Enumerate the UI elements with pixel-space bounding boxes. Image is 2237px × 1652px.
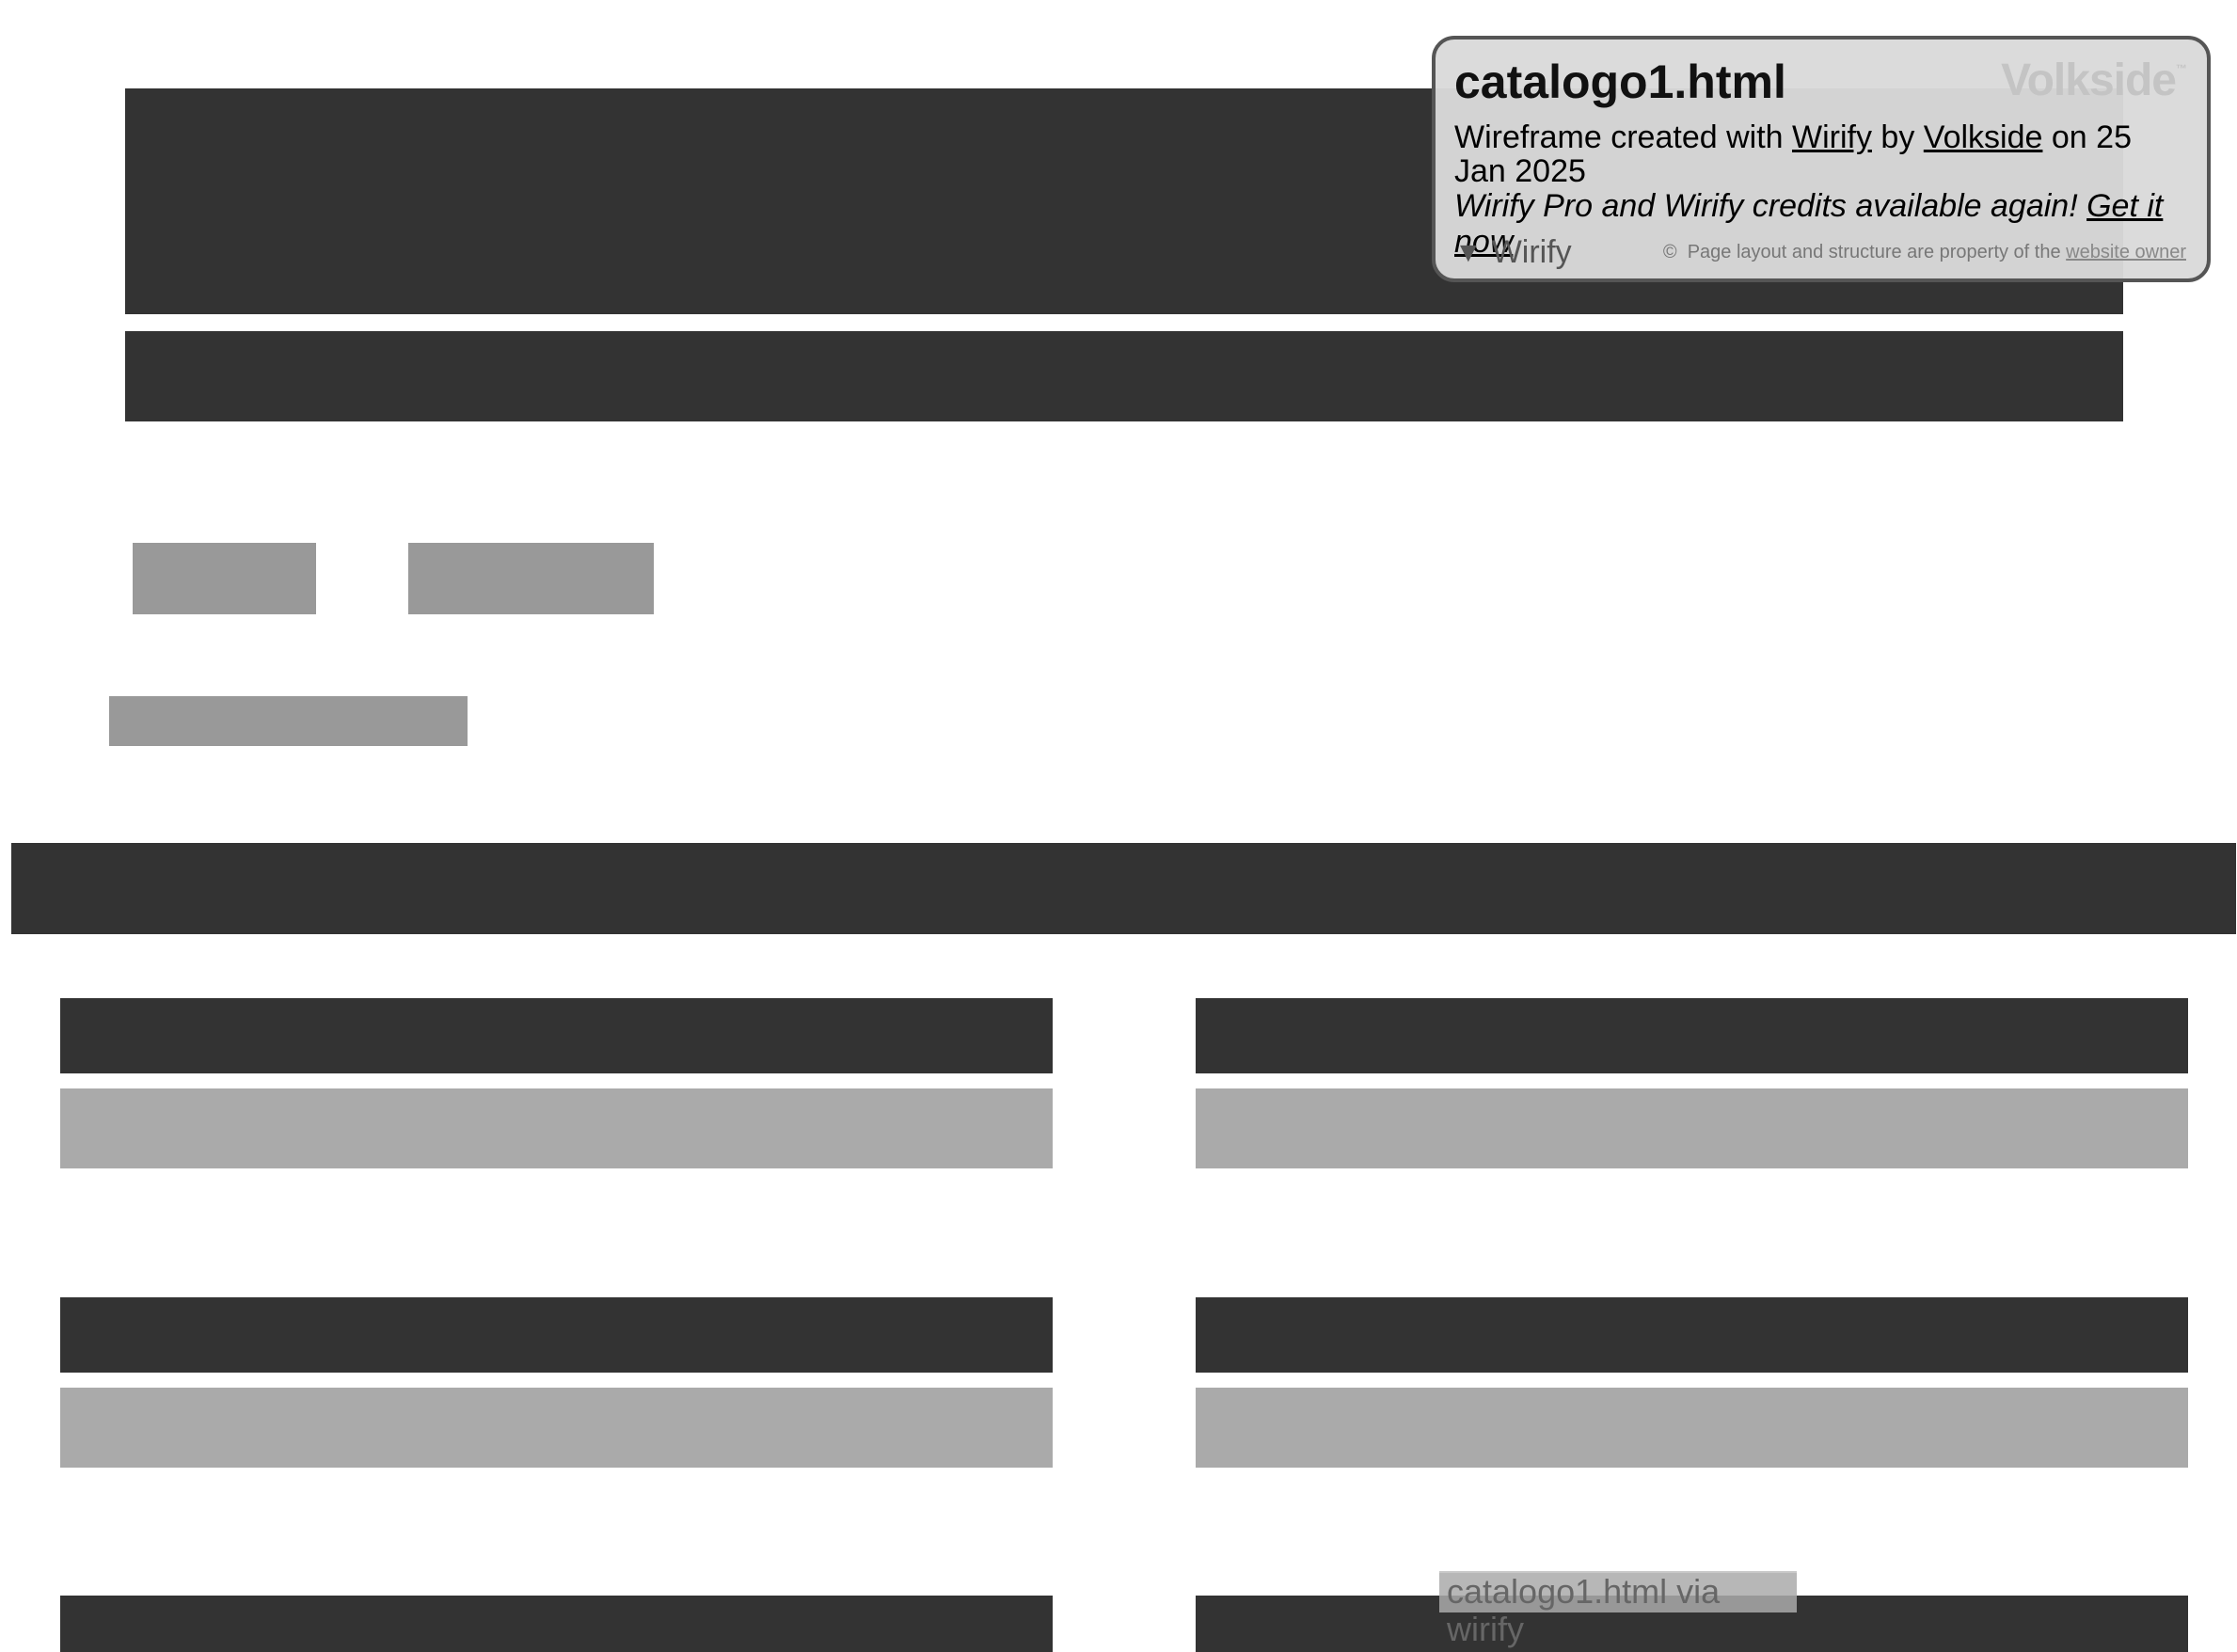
trademark-mark: ™ — [2176, 62, 2187, 75]
volkside-logo[interactable]: Volkside™ — [2001, 55, 2187, 106]
promo-text: Wirify Pro and Wirify credits available … — [1454, 188, 2078, 224]
date-text: on 25 Jan 2025 — [1454, 119, 2132, 189]
wirify-toggle[interactable]: ▼ Wirify — [1454, 234, 1572, 271]
volkside-link[interactable]: Volkside — [1923, 119, 2043, 155]
button-placeholder-1[interactable] — [133, 543, 316, 614]
wirify-info-panel: Volkside™ catalogo1.html Wireframe creat… — [1432, 36, 2211, 282]
copyright-text: Page layout and structure are property o… — [1687, 242, 2061, 262]
website-owner-link[interactable]: website owner — [2066, 242, 2186, 262]
card-heading-right-1[interactable] — [1196, 998, 2188, 1073]
section-bar — [11, 843, 2236, 934]
label-placeholder — [109, 696, 468, 746]
card-body-right-2 — [1196, 1388, 2188, 1468]
wirify-toggle-label: Wirify — [1491, 234, 1572, 270]
get-it-now-link[interactable]: Get it now — [1454, 188, 2164, 260]
info-footer: ▼ Wirify © Page layout and structure are… — [1454, 234, 2186, 271]
card-body-right-1 — [1196, 1088, 2188, 1168]
card-heading-left-2[interactable] — [60, 1297, 1053, 1373]
wirify-watermark: catalogo1.html via wirify — [1439, 1571, 1797, 1648]
volkside-logo-text: Volkside — [2001, 56, 2177, 105]
card-body-left-1 — [60, 1088, 1053, 1168]
card-heading-right-2[interactable] — [1196, 1297, 2188, 1373]
by-text: by — [1880, 119, 1915, 155]
copyright-notice: © Page layout and structure are property… — [1663, 242, 2186, 263]
copyright-icon: © — [1662, 242, 1677, 262]
card-body-left-2 — [60, 1388, 1053, 1468]
promo-line: Wirify Pro and Wirify credits available … — [1454, 188, 2188, 260]
button-placeholder-2[interactable] — [408, 543, 654, 614]
created-prefix: Wireframe created with — [1454, 119, 1784, 155]
nav-bar[interactable] — [125, 331, 2123, 421]
card-heading-left-1[interactable] — [60, 998, 1053, 1073]
page-title: catalogo1.html — [1454, 56, 1786, 108]
created-with-line: Wireframe created with Wirify by Volksid… — [1454, 120, 2188, 188]
wirify-link[interactable]: Wirify — [1792, 119, 1872, 155]
card-heading-left-3[interactable] — [60, 1596, 1053, 1652]
triangle-down-icon: ▼ — [1454, 236, 1483, 268]
